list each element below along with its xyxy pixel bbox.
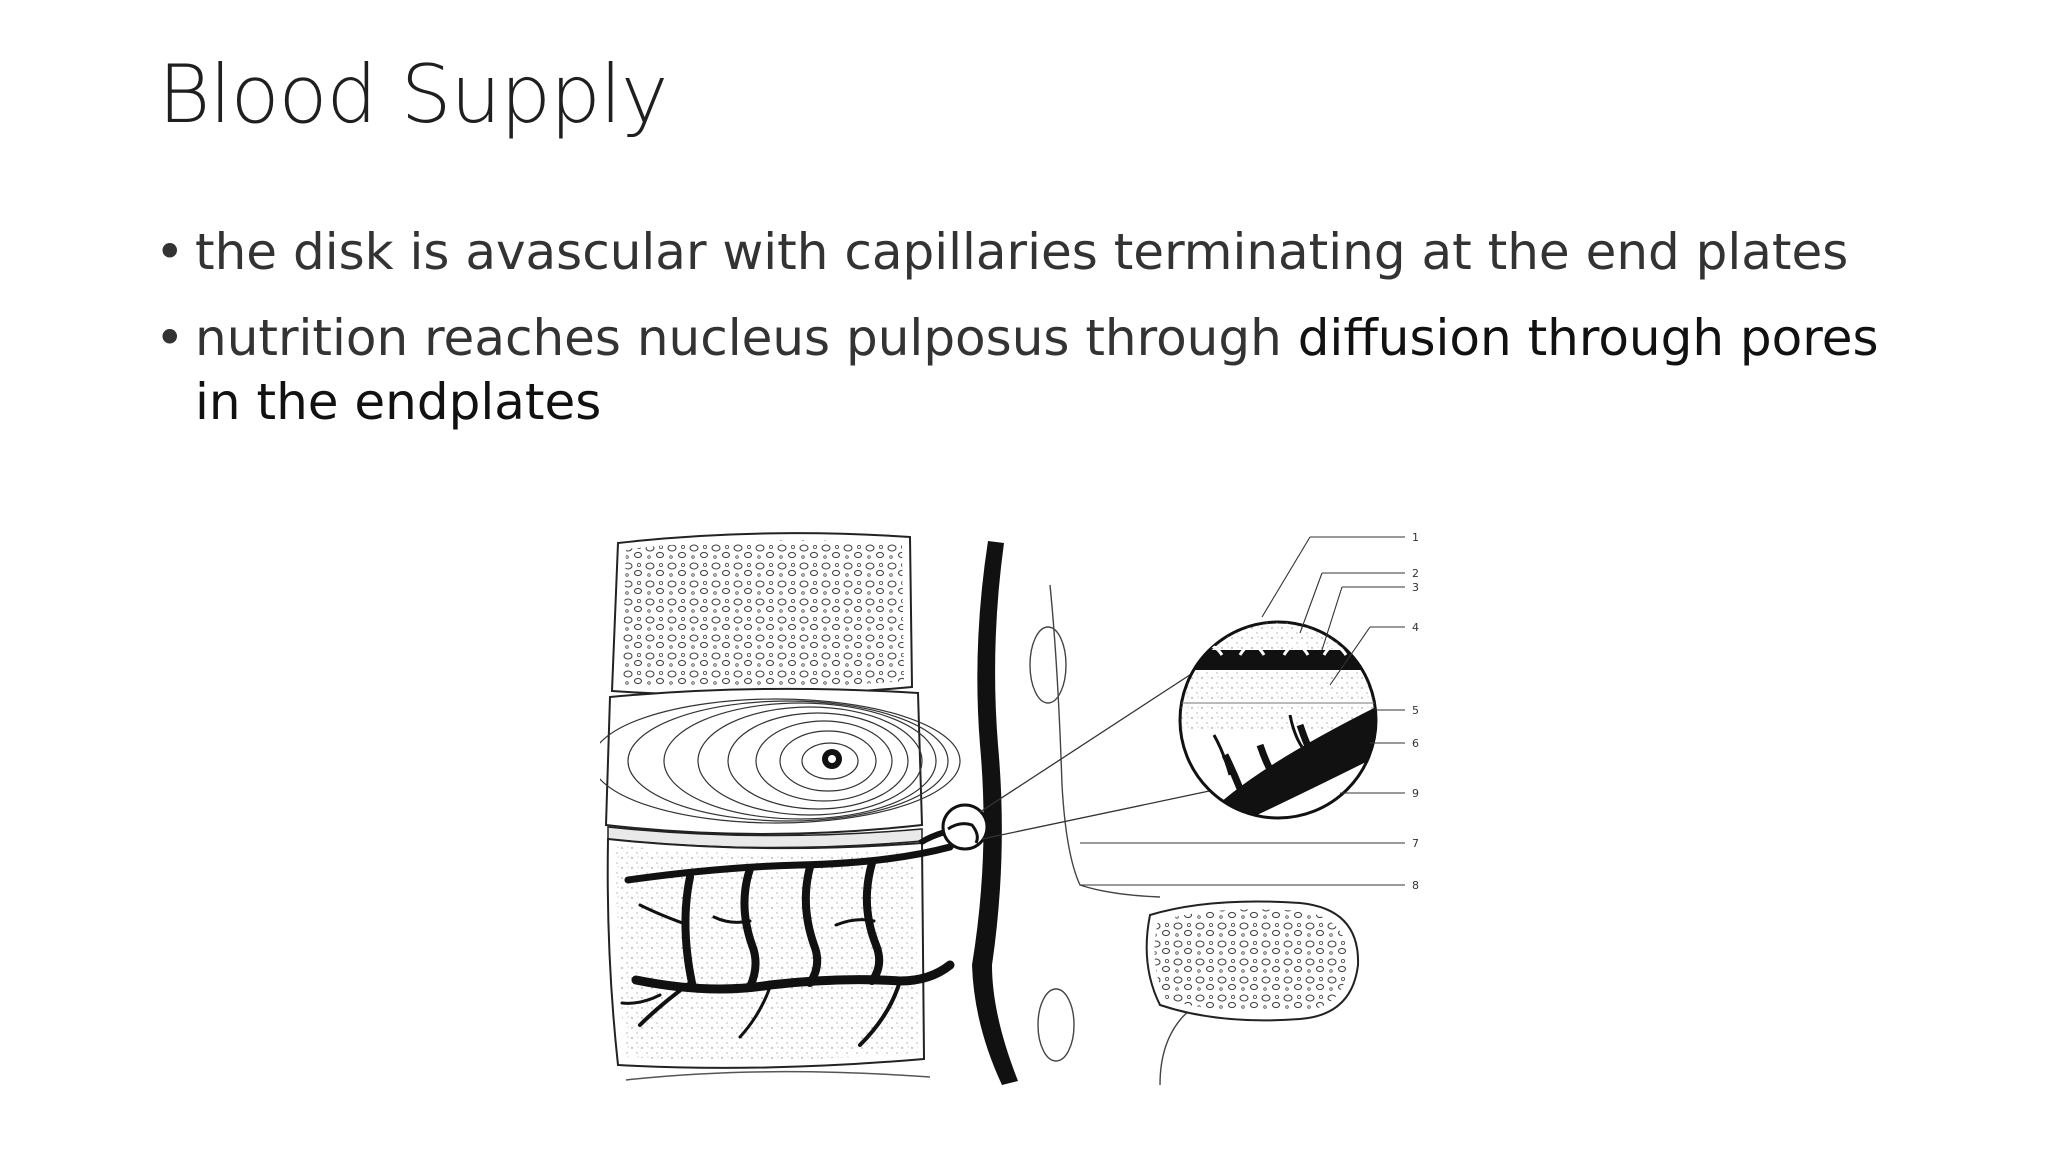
bullet-list: • the disk is avascular with capillaries… — [155, 220, 1915, 456]
callout-number: 1 — [1412, 531, 1419, 544]
bullet-item: • the disk is avascular with capillaries… — [155, 220, 1915, 284]
callout-number: 2 — [1412, 567, 1419, 580]
intervertebral-disc — [600, 687, 961, 835]
posterior-elements — [1029, 584, 1205, 1086]
callout-number: 8 — [1412, 879, 1419, 892]
callout-leaders — [1080, 536, 1405, 886]
diagram-svg: 1 2 3 4 5 6 9 7 8 — [600, 531, 1419, 1086]
magnify-guide-line — [979, 666, 1203, 813]
magnify-guide-line — [981, 789, 1215, 840]
callout-number: 6 — [1412, 737, 1419, 750]
callout-number: 4 — [1412, 621, 1419, 634]
bullet-text: the disk is avascular with capillaries t… — [195, 223, 1849, 281]
callout-number: 3 — [1412, 581, 1419, 594]
posterior-bone — [1145, 900, 1360, 1022]
slide-title: Blood Supply — [158, 48, 668, 141]
callout-number: 5 — [1412, 704, 1419, 717]
bullet-text-emphasis: diffusion through pores in the endplates — [195, 309, 1879, 431]
segmental-artery — [972, 541, 1018, 1085]
bullet-item: • nutrition reaches nucleus pulposus thr… — [155, 306, 1915, 434]
nutrient-vessels — [620, 843, 955, 1047]
spine-blood-supply-diagram: 1 2 3 4 5 6 9 7 8 — [600, 525, 1480, 1105]
callout-labels: 1 2 3 4 5 6 9 7 8 — [1412, 531, 1419, 892]
bullet-text: nutrition reaches nucleus pulposus throu… — [195, 309, 1298, 367]
bullet-marker: • — [155, 223, 185, 281]
bullet-marker: • — [155, 309, 185, 367]
upper-vertebral-body — [610, 532, 914, 697]
callout-number: 7 — [1412, 837, 1419, 850]
callout-number: 9 — [1412, 787, 1419, 800]
